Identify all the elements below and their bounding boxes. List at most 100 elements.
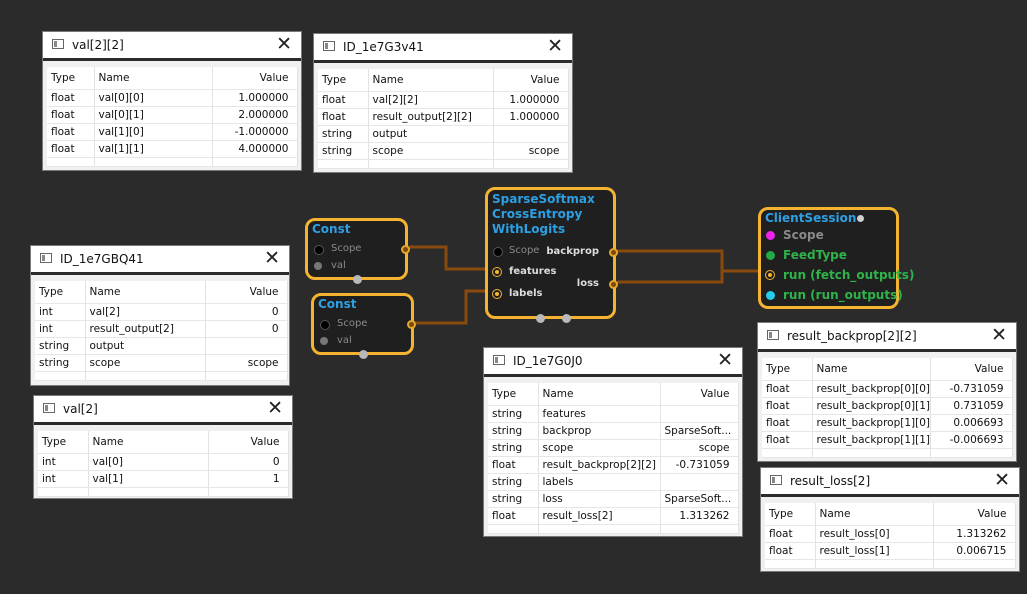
feedtype-port-icon[interactable]: [766, 251, 775, 260]
port-label-scope: Scope: [509, 245, 540, 256]
close-icon[interactable]: ✕: [267, 397, 283, 419]
port-label-labels: labels: [509, 288, 543, 299]
node-client-session[interactable]: ClientSession Scope FeedType run (fetch_…: [758, 207, 914, 309]
node-title-line-1: SparseSoftmax: [492, 192, 595, 206]
cell-value: -1.000000: [212, 123, 298, 141]
node-handle-icon[interactable]: [536, 314, 545, 323]
run-outputs-port-icon[interactable]: [766, 291, 775, 300]
col-header-value: Value: [205, 281, 288, 304]
close-icon[interactable]: ✕: [994, 469, 1010, 491]
table-header-row: Type Name Value: [488, 383, 739, 406]
window-titlebar[interactable]: result_backprop[2][2] ✕: [758, 323, 1016, 352]
close-icon[interactable]: ✕: [717, 349, 733, 371]
window-titlebar[interactable]: val[2] ✕: [34, 396, 292, 425]
cell-name: val[2][2]: [368, 91, 494, 109]
scope-port-icon[interactable]: [320, 320, 330, 330]
node-title: ClientSession: [765, 211, 857, 225]
window-titlebar[interactable]: ID_1e7G3v41 ✕: [314, 34, 572, 63]
val-port-icon[interactable]: [320, 337, 328, 345]
cell-value: scope: [660, 439, 739, 457]
val-port-icon[interactable]: [314, 262, 322, 270]
cell-type: int: [35, 303, 86, 321]
close-icon[interactable]: ✕: [276, 33, 292, 55]
cell-type: int: [38, 453, 89, 471]
node-handle-icon[interactable]: [353, 275, 362, 284]
window-titlebar[interactable]: result_loss[2] ✕: [761, 468, 1019, 497]
node-handle-icon[interactable]: [562, 314, 571, 323]
scope-port-icon[interactable]: [766, 231, 775, 240]
cell-value: 1.000000: [212, 89, 298, 107]
wire-backprop-to-fetch: [617, 249, 763, 273]
node-sparse-softmax[interactable]: SparseSoftmax CrossEntropy WithLogits Sc…: [485, 187, 618, 323]
cell-value: SparseSoft...: [660, 422, 739, 440]
scope-port-icon[interactable]: [493, 247, 503, 257]
table-filler-row: [47, 157, 298, 167]
port-label-feedtype: FeedType: [783, 248, 847, 262]
window-titlebar[interactable]: val[2][2] ✕: [43, 32, 301, 61]
close-icon[interactable]: ✕: [547, 35, 563, 57]
cell-type: string: [318, 142, 369, 160]
col-header-value: Value: [933, 503, 1016, 526]
cell-name: result_backprop[0][1]: [812, 397, 931, 415]
backprop-output-icon[interactable]: [609, 248, 618, 257]
window-result-backprop[interactable]: result_backprop[2][2] ✕ Type Name Value …: [757, 322, 1017, 462]
node-handle-icon[interactable]: [359, 350, 368, 359]
fetch-outputs-port-icon[interactable]: [766, 271, 774, 279]
cell-name: scope: [368, 142, 494, 160]
labels-port-icon[interactable]: [493, 290, 501, 298]
window-icon: [323, 41, 335, 51]
table-filler-row: [488, 524, 739, 534]
features-port-icon[interactable]: [493, 268, 501, 276]
cell-type: string: [35, 337, 86, 355]
window-titlebar[interactable]: ID_1e7G0J0 ✕: [484, 348, 742, 377]
node-const-1[interactable]: Const Scope val: [305, 218, 410, 284]
cell-value: 1.313262: [933, 525, 1016, 543]
scope-port-icon[interactable]: [314, 245, 324, 255]
output-port-icon[interactable]: [401, 245, 410, 254]
cell-type: string: [488, 422, 539, 440]
close-icon[interactable]: ✕: [264, 247, 280, 269]
port-label-val: val: [337, 335, 352, 346]
window-titlebar[interactable]: ID_1e7GBQ41 ✕: [31, 246, 289, 275]
close-icon[interactable]: ✕: [991, 324, 1007, 346]
output-port-icon[interactable]: [407, 320, 416, 329]
node-const-2[interactable]: Const Scope val: [311, 293, 416, 359]
loss-output-icon[interactable]: [609, 280, 618, 289]
